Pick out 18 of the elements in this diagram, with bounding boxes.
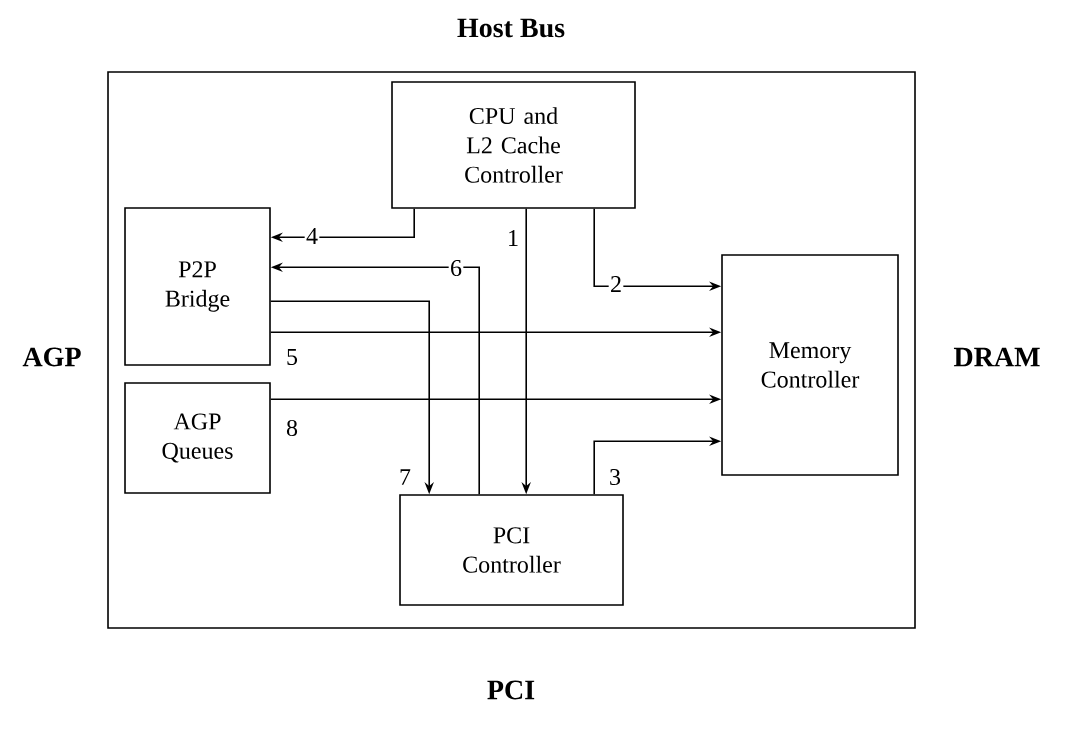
interface-label: Host Bus	[457, 18, 565, 38]
block-box: Memory Controller	[721, 254, 899, 476]
edge-label: 4	[304, 226, 320, 246]
interface-label: AGP	[22, 347, 81, 367]
interface-label: PCI	[487, 680, 535, 700]
edge-label: 8	[284, 418, 300, 438]
edge-label: 6	[448, 258, 464, 278]
interface-label: DRAM	[953, 347, 1040, 367]
edge-label: 7	[397, 467, 413, 487]
block-box: PCI Controller	[399, 494, 624, 606]
edge-label: 3	[607, 467, 623, 487]
edge-label: 2	[608, 274, 624, 294]
block-box: CPU and L2 Cache Controller	[391, 81, 636, 209]
edge-label: 1	[505, 228, 521, 248]
chip-outline	[107, 71, 916, 629]
block-box: P2P Bridge	[124, 207, 271, 366]
block-box: AGP Queues	[124, 382, 271, 494]
edge-label: 5	[284, 347, 300, 367]
